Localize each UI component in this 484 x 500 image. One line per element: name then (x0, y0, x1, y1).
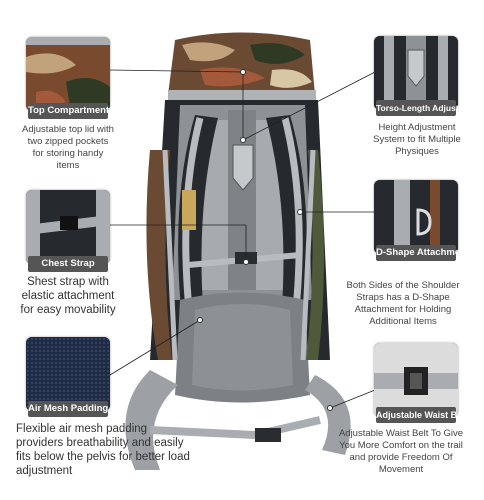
callout-dot-torso (240, 137, 246, 143)
d-shape-description: Both Sides of the Shoulder Straps has a … (346, 280, 460, 327)
torso-length-label: Torso-Length Adjustment (376, 100, 479, 116)
waist-belt-description: Adjustable Waist Belt To Give You More C… (338, 428, 464, 475)
d-shape-label: D-Shape Attachment (376, 245, 469, 261)
air-mesh-thumbnail (26, 337, 110, 411)
waist-belt-thumbnail (374, 343, 458, 417)
top-compartment-label: Top Compartment (28, 103, 109, 119)
top-compartment-thumbnail (26, 37, 110, 111)
waist-belt-label: Adjustable Waist Belt (376, 407, 468, 423)
air-mesh-description: Flexible air mesh padding providers brea… (16, 423, 190, 477)
callout-dot-dshape (297, 209, 303, 215)
callout-dot-chest (243, 259, 249, 265)
chest-strap-thumbnail (26, 190, 110, 264)
torso-length-thumbnail (374, 36, 458, 110)
chest-strap-label: Chest Strap (28, 256, 108, 272)
d-shape-thumbnail (374, 180, 458, 254)
torso-length-description: Height Adjustment System to fit Multiple… (373, 122, 461, 157)
callout-dot-waist (327, 405, 333, 411)
air-mesh-label: Air Mesh Padding (28, 401, 108, 417)
top-compartment-description: Adjustable top lid with two zipped pocke… (22, 124, 114, 171)
chest-strap-description: Shest strap with elastic attachment for … (20, 276, 116, 316)
callout-dot-top (240, 69, 246, 75)
callout-dot-mesh (197, 317, 203, 323)
